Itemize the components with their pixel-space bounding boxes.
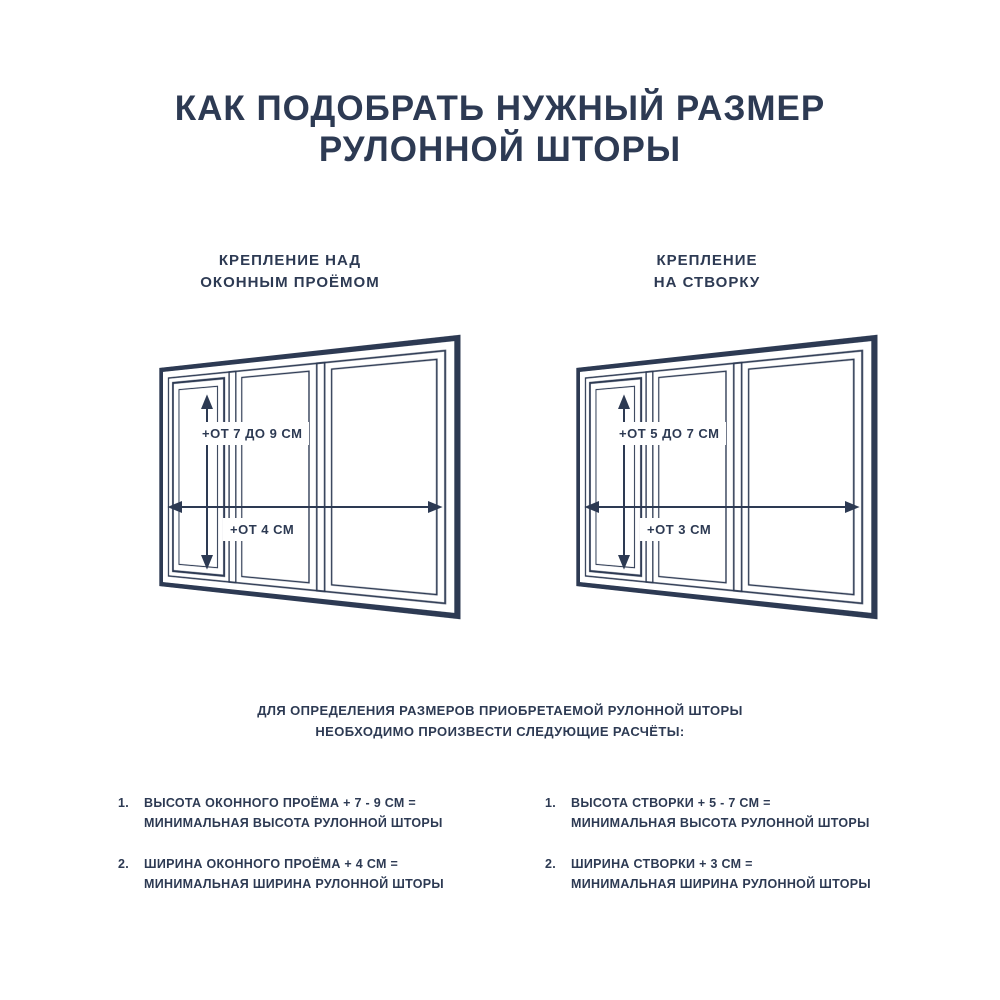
diagram-heading-line-1: КРЕПЛЕНИЕ НАД (218, 252, 362, 269)
instructions-line-1: ДЛЯ ОПРЕДЕЛЕНИЯ РАЗМЕРОВ ПРИОБРЕТАЕМОЙ Р… (257, 703, 743, 718)
diagram-heading-line-1: КРЕПЛЕНИЕ (656, 252, 758, 269)
calc-item-number: 1. (545, 796, 557, 810)
calc-item-line1: ВЫСОТА СТВОРКИ + 5 - 7 СМ = (571, 796, 771, 810)
page-title: КАК ПОДОБРАТЬ НУЖНЫЙ РАЗМЕР РУЛОННОЙ ШТО… (0, 88, 1000, 171)
instructions-line-2: НЕОБХОДИМО ПРОИЗВЕСТИ СЛЕДУЮЩИЕ РАСЧЁТЫ: (315, 724, 685, 740)
horizontal-measure-arrow (584, 500, 860, 513)
diagram-heading-line-2: ОКОННЫМ ПРОЁМОМ (200, 273, 380, 291)
calc-item-line1: ШИРИНА СТВОРКИ + 3 СМ = (571, 857, 753, 871)
width-measure-label: +ОТ 4 СМ (223, 517, 302, 541)
calc-item-text: ШИРИНА ОКОННОГО ПРОЁМА + 4 СМ = МИНИМАЛЬ… (144, 854, 444, 894)
calc-item-number: 1. (118, 796, 130, 810)
calc-item: 2. ШИРИНА ОКОННОГО ПРОЁМА + 4 СМ = МИНИМ… (118, 854, 498, 894)
calc-list-right: 1. ВЫСОТА СТВОРКИ + 5 - 7 СМ = МИНИМАЛЬН… (545, 793, 925, 915)
calc-item: 1. ВЫСОТА ОКОННОГО ПРОЁМА + 7 - 9 СМ = М… (118, 793, 498, 833)
diagram-mount-on-sash: КРЕПЛЕНИЕ НА СТВОРКУ (512, 250, 902, 642)
page-title-line-2: РУЛОННОЙ ШТОРЫ (318, 130, 682, 170)
diagram-heading: КРЕПЛЕНИЕ НАД ОКОННЫМ ПРОЁМОМ (95, 250, 485, 294)
calc-item-text: ШИРИНА СТВОРКИ + 3 СМ = МИНИМАЛЬНАЯ ШИРИ… (571, 854, 871, 894)
calc-item: 2. ШИРИНА СТВОРКИ + 3 СМ = МИНИМАЛЬНАЯ Ш… (545, 854, 925, 894)
window-area: +ОТ 5 ДО 7 СМ +ОТ 3 СМ (512, 302, 902, 642)
calc-item: 1. ВЫСОТА СТВОРКИ + 5 - 7 СМ = МИНИМАЛЬН… (545, 793, 925, 833)
calc-item-number: 2. (545, 857, 557, 871)
measurement-overlay (167, 393, 443, 570)
height-measure-label: +ОТ 7 ДО 9 СМ (195, 421, 310, 445)
calc-item-line2: МИНИМАЛЬНАЯ ВЫСОТА РУЛОННОЙ ШТОРЫ (144, 816, 443, 830)
instructions-text: ДЛЯ ОПРЕДЕЛЕНИЯ РАЗМЕРОВ ПРИОБРЕТАЕМОЙ Р… (0, 700, 1000, 743)
calc-item-text: ВЫСОТА СТВОРКИ + 5 - 7 СМ = МИНИМАЛЬНАЯ … (571, 793, 870, 833)
window-area: +ОТ 7 ДО 9 СМ +ОТ 4 СМ (95, 302, 485, 642)
calc-item-line1: ВЫСОТА ОКОННОГО ПРОЁМА + 7 - 9 СМ = (144, 796, 416, 810)
height-measure-label: +ОТ 5 ДО 7 СМ (612, 421, 727, 445)
calc-list-left: 1. ВЫСОТА ОКОННОГО ПРОЁМА + 7 - 9 СМ = М… (118, 793, 498, 915)
calc-item-line2: МИНИМАЛЬНАЯ ШИРИНА РУЛОННОЙ ШТОРЫ (144, 877, 444, 891)
calc-item-number: 2. (118, 857, 130, 871)
measurement-overlay (584, 393, 860, 570)
horizontal-measure-arrow (167, 500, 443, 513)
diagram-heading: КРЕПЛЕНИЕ НА СТВОРКУ (512, 250, 902, 294)
diagram-heading-line-2: НА СТВОРКУ (653, 273, 761, 291)
diagram-mount-above-opening: КРЕПЛЕНИЕ НАД ОКОННЫМ ПРОЁМОМ (95, 250, 485, 642)
calc-item-line1: ШИРИНА ОКОННОГО ПРОЁМА + 4 СМ = (144, 857, 399, 871)
width-measure-label: +ОТ 3 СМ (640, 517, 719, 541)
page-title-line-1: КАК ПОДОБРАТЬ НУЖНЫЙ РАЗМЕР (174, 89, 826, 128)
calc-item-line2: МИНИМАЛЬНАЯ ВЫСОТА РУЛОННОЙ ШТОРЫ (571, 816, 870, 830)
calc-item-line2: МИНИМАЛЬНАЯ ШИРИНА РУЛОННОЙ ШТОРЫ (571, 877, 871, 891)
calc-item-text: ВЫСОТА ОКОННОГО ПРОЁМА + 7 - 9 СМ = МИНИ… (144, 793, 443, 833)
